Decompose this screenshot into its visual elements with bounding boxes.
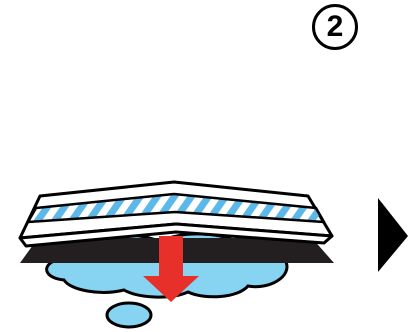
next-step-arrow-icon[interactable] <box>378 198 408 272</box>
step-number-label: 2 <box>326 10 344 43</box>
step-number-badge: 2 <box>312 4 358 50</box>
red-down-arrow-icon <box>143 236 199 302</box>
folded-paper-sheet-icon <box>18 180 334 248</box>
